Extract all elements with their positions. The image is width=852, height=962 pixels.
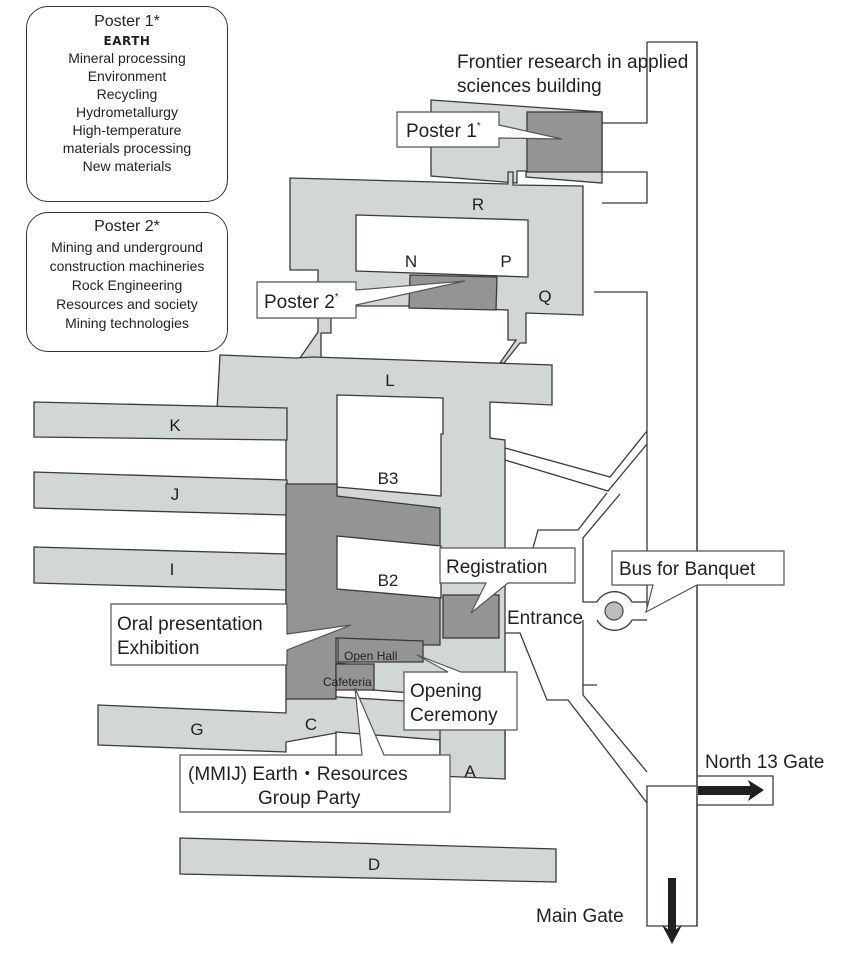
building-J: [33, 471, 288, 516]
label-A: A: [464, 762, 476, 781]
main-avenue: [646, 41, 698, 927]
legend-item: construction machineries: [49, 258, 205, 274]
legend-item: Mineral processing: [68, 50, 186, 66]
callout-oral-line1: Oral presentation: [117, 614, 263, 635]
open-hall: [337, 637, 424, 663]
legend-item: Rock Engineering: [71, 277, 183, 293]
callout-bus-for-banquet: Bus for Banquet: [611, 550, 785, 614]
callout-opening-line2: Ceremony: [410, 705, 498, 726]
label-Q: Q: [538, 287, 551, 306]
building-I: [33, 546, 288, 591]
building-group-rq: [289, 171, 584, 364]
callout-registration: Registration: [439, 547, 576, 614]
callout-oral-line2: Exhibition: [117, 638, 199, 659]
callout-poster2-text: Poster 2*: [264, 292, 339, 313]
label-J: J: [171, 485, 180, 504]
label-K: K: [169, 416, 181, 435]
legend-poster1-title: Poster 1*: [94, 13, 160, 30]
label-B2: B2: [378, 571, 399, 590]
callout-opening-line1: Opening: [410, 681, 482, 702]
registration-venue: [442, 594, 500, 639]
courtyard-B2: [336, 535, 442, 599]
legend-item: Mining technologies: [65, 315, 189, 331]
legend-item: New materials: [82, 158, 172, 174]
callout-oral-presentation: Oral presentation Exhibition: [110, 603, 352, 666]
legend-item: Hydrometallurgy: [76, 104, 178, 120]
label-entrance: Entrance: [507, 608, 583, 629]
callout-poster1-text: Poster 1*: [406, 121, 481, 142]
callout-party-line2: Group Party: [258, 788, 361, 809]
label-R: R: [472, 195, 484, 214]
courtyard-NP: [355, 214, 529, 278]
frontier-heading-line2: sciences building: [457, 76, 602, 97]
legend-poster1-subtitle: EARTH: [103, 34, 151, 48]
building-K: [33, 401, 288, 441]
label-I: I: [170, 560, 175, 579]
poster2-venue: [408, 274, 498, 311]
callout-opening-ceremony: Opening Ceremony: [403, 654, 518, 731]
label-C: C: [305, 715, 317, 734]
label-G: G: [190, 720, 203, 739]
label-B3: B3: [378, 469, 399, 488]
legend-item: materials processing: [62, 140, 192, 156]
label-main-gate: Main Gate: [536, 906, 624, 927]
poster1-venue: [526, 111, 603, 173]
legend-poster2-title: Poster 2*: [94, 218, 160, 235]
road-network: [504, 41, 774, 927]
label-north-13-gate: North 13 Gate: [705, 752, 824, 773]
callout-party-line1: (MMIJ) Earth・Resources: [188, 764, 408, 785]
cafeteria: [335, 663, 375, 691]
label-D: D: [368, 855, 380, 874]
callout-group-party: (MMIJ) Earth・Resources Group Party: [179, 687, 451, 813]
frontier-heading-line1: Frontier research in applied: [457, 52, 688, 73]
legend-item: Recycling: [96, 86, 158, 102]
callout-registration-text: Registration: [446, 557, 547, 578]
callout-bus-text: Bus for Banquet: [619, 559, 756, 580]
legend-item: Environment: [87, 68, 167, 84]
label-open-hall: Open Hall: [344, 649, 397, 663]
label-L: L: [385, 371, 394, 390]
legend-item: Resources and society: [56, 296, 198, 312]
legend-poster2: Poster 2* Mining and underground constru…: [26, 212, 228, 352]
callout-poster2: Poster 2*: [256, 280, 466, 319]
label-cafeteria: Cafeteria: [323, 675, 372, 689]
callout-poster1: Poster 1*: [396, 111, 563, 148]
north-gate-arrow-icon: [698, 780, 764, 801]
label-N: N: [405, 252, 417, 271]
legend-poster1: Poster 1* EARTH Mineral processing Envir…: [26, 6, 228, 202]
building-D: [179, 837, 557, 883]
main-gate-arrow-icon: [662, 878, 682, 944]
legend-item: High-temperature: [72, 122, 182, 138]
label-P: P: [500, 252, 511, 271]
north-gate-road: [697, 775, 774, 806]
legend-item: Mining and underground: [51, 239, 203, 255]
bus-stop-marker: [604, 601, 624, 621]
